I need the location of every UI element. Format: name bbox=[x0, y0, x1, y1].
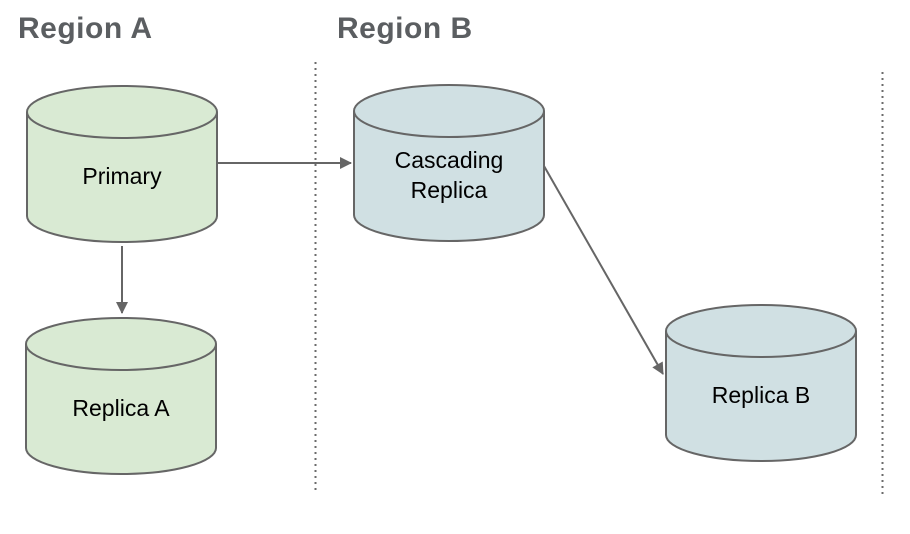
region-a-title: Region A bbox=[18, 12, 153, 45]
database-cylinder-icon bbox=[26, 85, 218, 243]
database-cylinder-icon bbox=[25, 317, 217, 475]
node-primary: Primary bbox=[26, 84, 218, 244]
database-cylinder-icon bbox=[353, 84, 545, 242]
database-cylinder-icon bbox=[665, 304, 857, 462]
region-b-title: Region B bbox=[337, 12, 473, 45]
node-cascading-replica-label: Cascading Replica bbox=[394, 147, 504, 203]
node-primary-label: Primary bbox=[82, 163, 162, 190]
node-replica-a-label: Replica A bbox=[72, 395, 170, 422]
node-replica-a: Replica A bbox=[25, 316, 217, 476]
edge-cascading-replica-to-replica-b bbox=[543, 165, 664, 375]
node-replica-b-label: Replica B bbox=[711, 382, 811, 409]
node-cascading-replica: Cascading Replica bbox=[353, 83, 545, 243]
node-replica-b: Replica B bbox=[665, 303, 857, 463]
